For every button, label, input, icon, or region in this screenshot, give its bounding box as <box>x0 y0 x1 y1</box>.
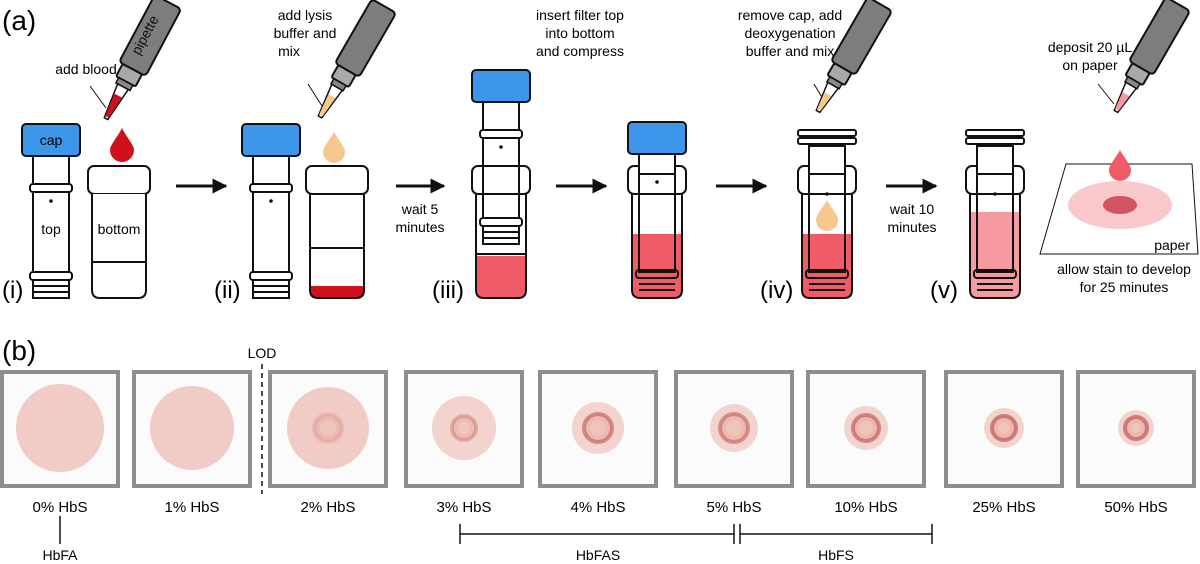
leader-add-blood <box>89 85 107 109</box>
stain-spot <box>150 386 234 470</box>
sample-label: 25% HbS <box>972 499 1035 516</box>
hbfs-bracket <box>739 524 933 544</box>
note-wait10-2: minutes <box>887 219 936 235</box>
step-iii-label: (iii) <box>432 277 464 304</box>
stain-core <box>998 422 1010 434</box>
stain-core <box>1131 423 1141 433</box>
sample-label: 50% HbS <box>1104 499 1167 516</box>
tube-bottom-i: bottom <box>87 165 151 299</box>
paper-sheet: paper <box>1039 150 1199 255</box>
note-lysis-1: add lysis <box>278 7 332 23</box>
note-wait5-1: wait 5 <box>401 201 439 217</box>
sample-tile: 1% HbS <box>132 370 252 516</box>
sample-label: 5% HbS <box>706 499 761 516</box>
stain-core <box>458 422 470 434</box>
tube-compressed-capped <box>627 121 687 299</box>
note-remove-3: buffer and mix <box>746 43 834 59</box>
hbfs-label: HbFS <box>818 547 854 563</box>
sample-tile: 50% HbS <box>1076 370 1196 516</box>
step-ii-label: (ii) <box>214 277 241 304</box>
pipette-sample <box>1113 0 1190 114</box>
pipette-lysis <box>317 0 396 119</box>
sample-tile: 25% HbS <box>944 370 1064 516</box>
paper-label: paper <box>1154 237 1190 253</box>
note-remove-2: deoxygenation <box>744 25 835 41</box>
blood-drop <box>110 128 134 162</box>
sample-tile: 3% HbS <box>404 370 524 516</box>
note-add-blood: add blood <box>55 61 117 77</box>
step-v-label: (v) <box>930 277 958 304</box>
note-insert-1: insert filter top <box>536 7 624 23</box>
tube-open-iv <box>797 129 857 299</box>
bottom-label: bottom <box>98 221 141 237</box>
sample-tile: 4% HbS <box>538 370 658 516</box>
panel-b-label: (b) <box>2 335 36 366</box>
note-insert-3: and compress <box>536 43 624 59</box>
stain-spot <box>16 384 104 472</box>
note-wait10-1: wait 10 <box>889 201 935 217</box>
leader-deposit <box>1097 83 1115 105</box>
note-remove-1: remove cap, add <box>738 7 842 23</box>
lod-label: LOD <box>248 345 277 361</box>
sample-label: 10% HbS <box>834 499 897 516</box>
sample-tiles: 0% HbS 1% HbS 2% HbS 3% HbS 4% HbS 5% HbS 10% … <box>0 370 1196 516</box>
step-i-label: (i) <box>2 277 23 304</box>
panel-a-label: (a) <box>2 5 36 36</box>
cap-label: cap <box>40 132 63 148</box>
hbfa-label: HbFA <box>42 547 78 563</box>
note-develop-1: allow stain to develop <box>1057 261 1191 277</box>
tile-frame <box>944 370 1064 488</box>
hbfas-label: HbFAS <box>576 547 620 563</box>
tube-mixed-v <box>965 129 1025 299</box>
note-insert-2: into bottom <box>545 25 614 41</box>
sample-tile: 10% HbS <box>806 370 926 516</box>
sample-tile: 5% HbS <box>674 370 794 516</box>
tube-top-i: cap top <box>21 123 81 299</box>
note-deposit-1: deposit 20 µL <box>1048 39 1133 55</box>
note-lysis-3: mix <box>278 43 300 59</box>
step-iv-label: (iv) <box>760 277 793 304</box>
tube-bottom-ii <box>305 165 369 299</box>
tile-frame <box>806 370 926 488</box>
pipette-deoxygenation <box>815 0 892 114</box>
note-deposit-2: on paper <box>1062 57 1118 73</box>
sample-label: 2% HbS <box>300 499 355 516</box>
sample-label: 1% HbS <box>164 499 219 516</box>
sample-tile: 2% HbS <box>268 370 388 516</box>
stain-core <box>590 420 606 436</box>
sample-drop <box>1109 150 1131 181</box>
note-develop-2: for 25 minutes <box>1080 279 1169 295</box>
tube-assembly-iii <box>471 69 531 299</box>
tube-top-ii <box>241 123 301 299</box>
leader-lysis <box>307 83 323 107</box>
stain-core <box>726 420 742 436</box>
sample-tile: 0% HbS <box>0 370 120 516</box>
stain-core <box>320 420 336 436</box>
stain-core <box>859 421 873 435</box>
pipette-blood: pipette <box>103 0 181 121</box>
lysis-drop <box>323 132 345 163</box>
top-label: top <box>41 221 61 237</box>
hbfas-bracket <box>459 524 735 544</box>
sample-label: 0% HbS <box>32 499 87 516</box>
sample-label: 4% HbS <box>570 499 625 516</box>
note-lysis-2: buffer and <box>274 25 337 41</box>
note-wait5-2: minutes <box>395 219 444 235</box>
deoxy-drop <box>816 200 838 231</box>
sample-label: 3% HbS <box>436 499 491 516</box>
